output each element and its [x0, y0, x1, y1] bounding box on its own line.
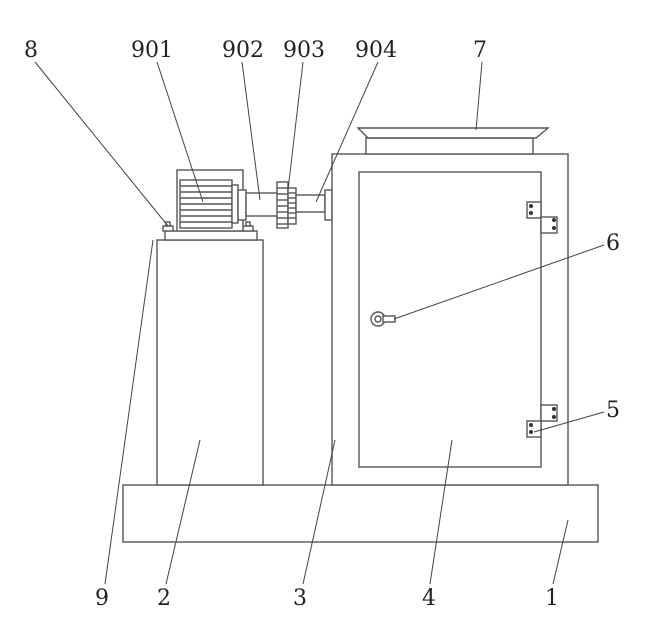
shaft-904 — [295, 194, 326, 213]
leader-lines — [34, 61, 605, 585]
label-4: 4 — [422, 586, 436, 611]
label-901: 901 — [131, 38, 173, 63]
flange — [324, 189, 333, 221]
label-1: 1 — [545, 586, 559, 611]
label-5: 5 — [606, 398, 620, 423]
label-3: 3 — [293, 586, 307, 611]
label-2: 2 — [157, 586, 171, 611]
support-column-2 — [156, 239, 264, 486]
hinge-5-upper — [526, 201, 558, 234]
label-902: 902 — [222, 38, 264, 63]
label-903: 903 — [283, 38, 325, 63]
label-7: 7 — [473, 38, 487, 63]
shaft-902 — [245, 192, 279, 217]
label-904: 904 — [355, 38, 397, 63]
label-9: 9 — [95, 586, 109, 611]
label-8: 8 — [24, 38, 38, 63]
motor-plate — [164, 230, 258, 241]
motor-901 — [176, 169, 247, 232]
door-handle-6 — [370, 311, 396, 327]
hinge-5-lower — [526, 404, 558, 438]
hopper-7 — [356, 127, 550, 155]
label-6: 6 — [606, 231, 620, 256]
base-1 — [122, 484, 599, 543]
gear-903 — [276, 181, 297, 229]
